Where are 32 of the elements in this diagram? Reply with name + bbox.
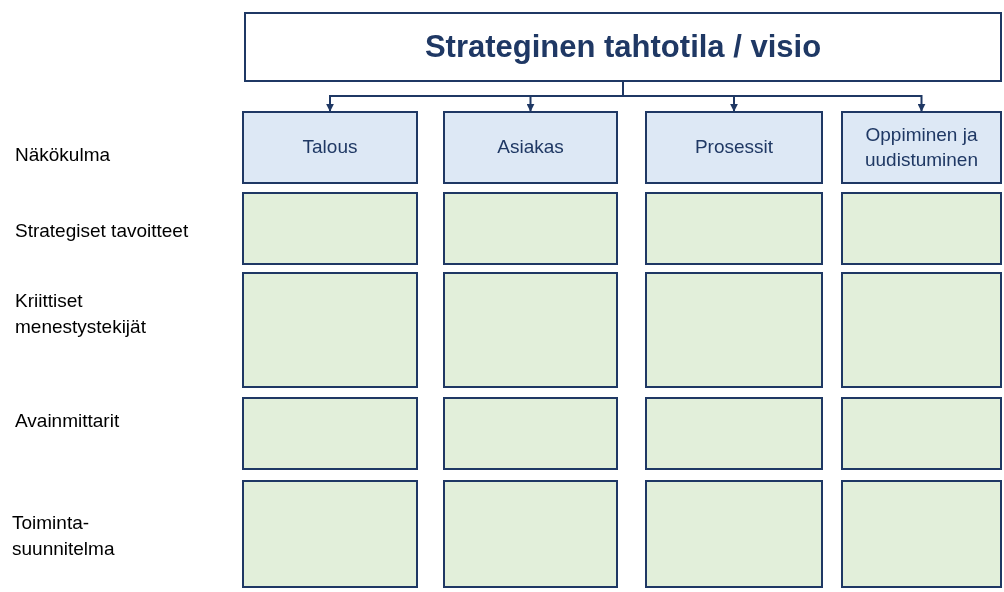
title-box xyxy=(244,12,1002,82)
empty-box xyxy=(443,480,618,588)
empty-box xyxy=(841,272,1002,388)
empty-box xyxy=(242,192,418,265)
empty-box xyxy=(443,272,618,388)
perspective-label: Talous xyxy=(302,135,358,160)
empty-box xyxy=(443,397,618,470)
empty-box xyxy=(645,397,823,470)
empty-box xyxy=(242,272,418,388)
empty-box xyxy=(242,397,418,470)
empty-box xyxy=(645,192,823,265)
row-label: Toiminta- suunnitelma xyxy=(12,511,116,561)
empty-box xyxy=(645,480,823,588)
row-label: Strategiset tavoitteet xyxy=(15,219,190,243)
row-label: Avainmittarit xyxy=(15,409,121,433)
perspective-box xyxy=(242,111,418,184)
empty-box xyxy=(841,192,1002,265)
connector-arrow xyxy=(622,81,926,112)
empty-box xyxy=(242,480,418,588)
empty-box xyxy=(645,272,823,388)
perspective-box xyxy=(841,111,1002,184)
empty-box xyxy=(443,192,618,265)
perspective-box xyxy=(645,111,823,184)
row-label: Näkökulma xyxy=(15,143,112,167)
perspective-label: Prosessit xyxy=(694,135,774,160)
empty-box xyxy=(841,397,1002,470)
title: Strateginen tahtotila / visio xyxy=(424,27,822,66)
row-label: Kriittiset menestystekijät xyxy=(15,289,147,339)
perspective-label: Oppiminen ja uudistuminen xyxy=(864,122,979,172)
perspective-label: Asiakas xyxy=(497,135,564,160)
perspective-box xyxy=(443,111,618,184)
empty-box xyxy=(841,480,1002,588)
